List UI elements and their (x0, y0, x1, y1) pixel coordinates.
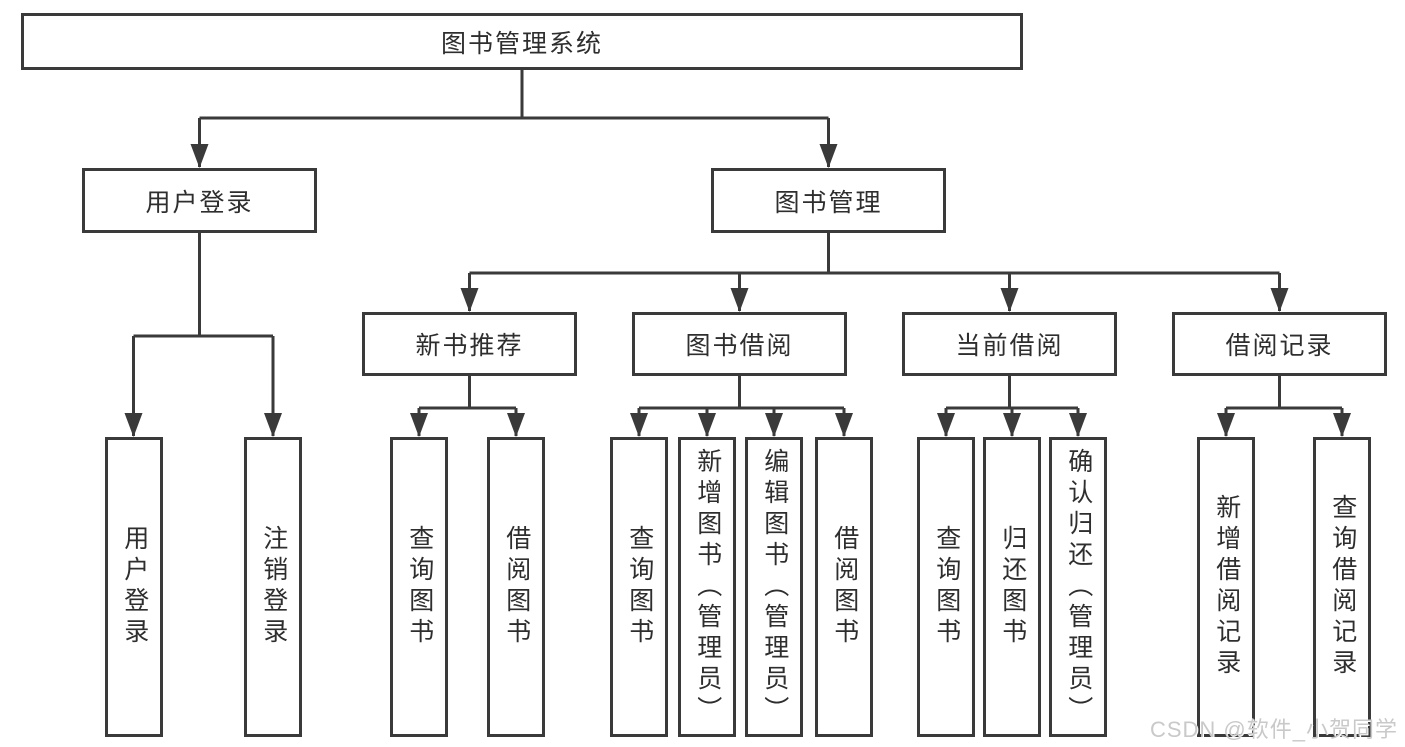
leaf-query-book-recommend: 查询图书 (390, 437, 448, 737)
leaf-label: 查询图书 (405, 525, 434, 649)
node-new-book-recommend: 新书推荐 (362, 312, 577, 376)
node-current-borrow: 当前借阅 (902, 312, 1117, 376)
leaf-label: 确认归还（管理员） (1064, 447, 1093, 727)
node-library-management-system: 图书管理系统 (21, 13, 1023, 70)
leaf-label: 借阅图书 (502, 525, 531, 649)
leaf-confirm-return-admin: 确认归还（管理员） (1049, 437, 1107, 737)
leaf-borrow-book: 借阅图书 (815, 437, 873, 737)
leaf-query-borrow-record: 查询借阅记录 (1313, 437, 1371, 737)
leaf-add-borrow-record: 新增借阅记录 (1197, 437, 1255, 737)
leaf-label: 新增借阅记录 (1212, 494, 1241, 680)
leaf-label: 查询图书 (932, 525, 961, 649)
leaf-label: 归还图书 (998, 525, 1027, 649)
leaf-user-login: 用户登录 (105, 437, 163, 737)
node-book-management: 图书管理 (711, 168, 946, 233)
node-borrow-record: 借阅记录 (1172, 312, 1387, 376)
leaf-logout: 注销登录 (244, 437, 302, 737)
connector-arrows (124, 118, 1351, 437)
leaf-query-book-current: 查询图书 (917, 437, 975, 737)
leaf-label: 借阅图书 (830, 525, 859, 649)
leaf-label: 新增图书（管理员） (693, 447, 722, 727)
leaf-label: 用户登录 (120, 525, 149, 649)
leaf-query-book-borrow: 查询图书 (610, 437, 668, 737)
leaf-label: 查询图书 (625, 525, 654, 649)
csdn-watermark: CSDN @软件_小贺同学 (1149, 717, 1398, 742)
leaf-label: 注销登录 (259, 525, 288, 649)
node-user-login: 用户登录 (82, 168, 317, 233)
node-book-borrow: 图书借阅 (632, 312, 847, 376)
leaf-add-book-admin: 新增图书（管理员） (678, 437, 736, 737)
connector-bars (133, 70, 1342, 410)
leaf-label: 查询借阅记录 (1328, 494, 1357, 680)
leaf-label: 编辑图书（管理员） (760, 447, 789, 727)
leaf-edit-book-admin: 编辑图书（管理员） (745, 437, 803, 737)
leaf-return-book: 归还图书 (983, 437, 1041, 737)
leaf-borrow-book-recommend: 借阅图书 (487, 437, 545, 737)
